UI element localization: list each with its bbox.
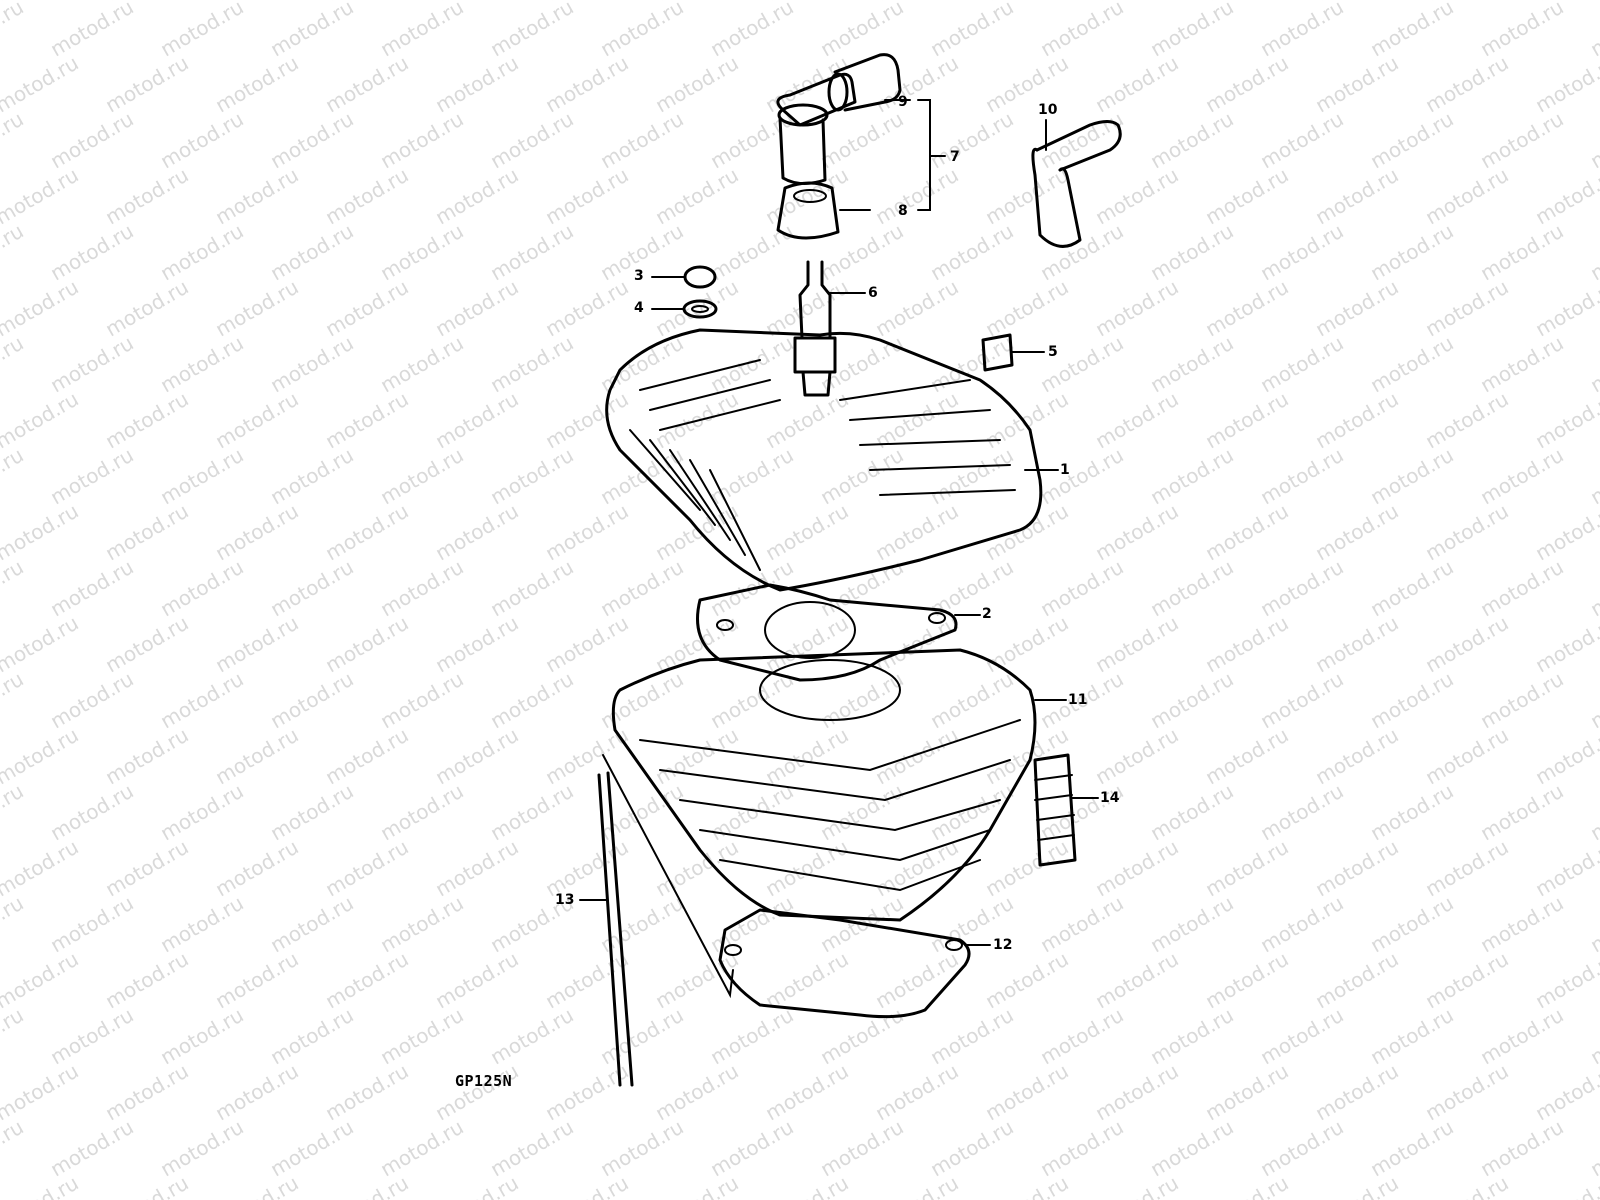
callout-label-12: 12 xyxy=(993,937,1013,953)
callout-label-4: 4 xyxy=(634,300,644,316)
model-code: GP125N xyxy=(455,1072,513,1090)
spark-plug-cap-alt xyxy=(1031,119,1122,248)
cylinder xyxy=(611,648,1067,922)
cylinder-head-gasket xyxy=(696,583,981,682)
callout-label-3: 3 xyxy=(634,268,644,284)
callout-label-14: 14 xyxy=(1100,790,1120,806)
stud-bolt xyxy=(579,754,734,1087)
callout-label-13: 13 xyxy=(555,892,575,908)
callout-label-8: 8 xyxy=(898,203,908,219)
cylinder-base-gasket xyxy=(718,908,991,1019)
nut-and-washer xyxy=(651,265,718,319)
callout-label-11: 11 xyxy=(1068,692,1088,708)
spark-plug-cap-assembly xyxy=(776,53,946,240)
spark-plug xyxy=(793,260,866,397)
fin-damper xyxy=(1033,753,1099,867)
callout-label-5: 5 xyxy=(1048,344,1058,360)
callout-label-10: 10 xyxy=(1038,102,1058,118)
callout-label-7: 7 xyxy=(950,149,960,165)
callout-label-9: 9 xyxy=(898,94,908,110)
callout-label-1: 1 xyxy=(1060,462,1070,478)
callout-label-6: 6 xyxy=(868,285,878,301)
damper-block xyxy=(981,333,1045,372)
cylinder-head xyxy=(605,328,1043,592)
callout-label-2: 2 xyxy=(982,606,992,622)
